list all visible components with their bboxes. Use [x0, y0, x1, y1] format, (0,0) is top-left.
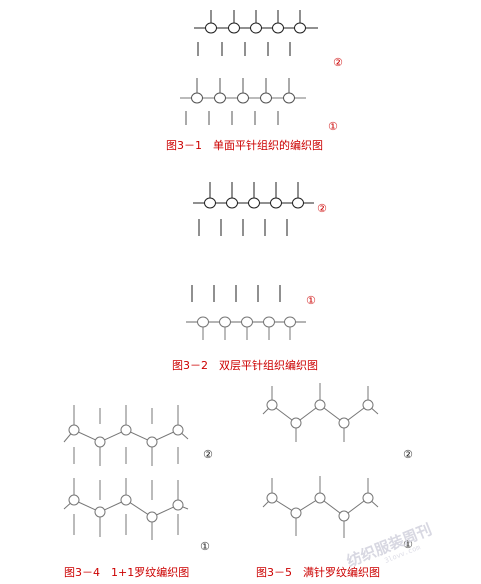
fig1-label-2: ②	[333, 56, 343, 69]
fig1-single-jersey-diagram: ② ① 图3－1 单面平针组织的编织图	[166, 10, 343, 152]
fig5-label-1: ①	[403, 538, 413, 551]
fig2-row-1	[186, 285, 306, 340]
fig2-row-2	[193, 182, 314, 236]
fig5-row-2	[262, 383, 379, 442]
fig5-label-2: ②	[403, 448, 413, 461]
fig4-row-2	[63, 405, 189, 466]
fig2-caption: 图3－2 双层平针组织编织图	[172, 358, 318, 372]
fig5-caption: 图3－5 满针罗纹编织图	[256, 565, 380, 579]
fig2-label-1: ①	[306, 294, 316, 307]
fig4-row-1	[63, 478, 189, 540]
fig4-label-1: ①	[200, 540, 210, 553]
fig2-double-jersey-diagram: ② ① 图3－2 双层平针组织编织图	[172, 182, 327, 372]
fig1-label-1: ①	[328, 120, 338, 133]
fig2-label-2: ②	[317, 202, 327, 215]
fig4-1x1-rib-diagram: ② ① 图3－4 1+1罗纹编织图	[63, 405, 213, 579]
fig1-caption: 图3－1 单面平针组织的编织图	[166, 138, 323, 152]
fig5-row-1	[262, 476, 379, 538]
fig5-full-rib-diagram: ② ① 图3－5 满针罗纹编织图	[256, 383, 413, 579]
fig4-caption: 图3－4 1+1罗纹编织图	[64, 565, 189, 579]
fig1-row-1	[180, 78, 306, 125]
fig1-row-2	[194, 10, 318, 56]
fig4-label-2: ②	[203, 448, 213, 461]
